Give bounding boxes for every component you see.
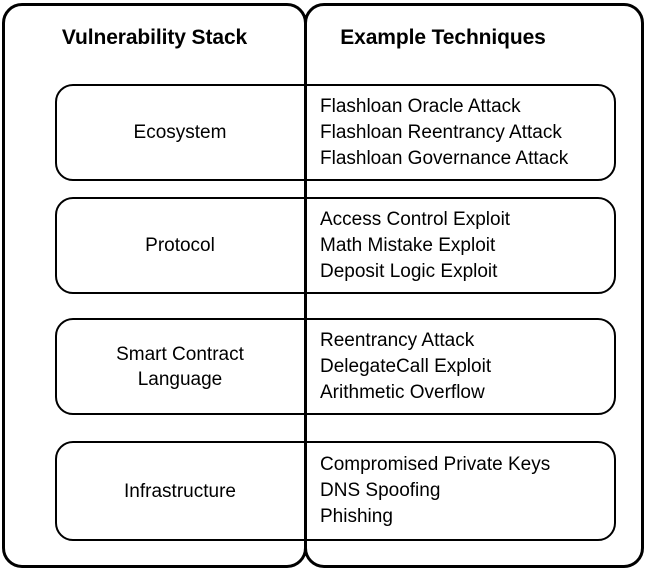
technique-item: Reentrancy Attack	[320, 329, 475, 351]
technique-item: Flashloan Oracle Attack	[320, 95, 521, 117]
technique-list: Flashloan Oracle Attack Flashloan Reentr…	[305, 94, 616, 172]
technique-item: Arithmetic Overflow	[320, 381, 485, 403]
table-row-outline	[55, 441, 616, 541]
technique-item: DelegateCall Exploit	[320, 355, 492, 377]
technique-item: Flashloan Governance Attack	[320, 147, 569, 169]
table-row: Protocol Access Control Exploit Math Mis…	[55, 197, 616, 294]
table-header: Vulnerability Stack Example Techniques	[0, 0, 646, 75]
stack-layer-label: Protocol	[145, 235, 215, 256]
technique-item: Flashloan Reentrancy Attack	[320, 121, 562, 143]
technique-item: Compromised Private Keys	[320, 454, 551, 475]
table-row: Infrastructure Compromised Private Keys …	[55, 441, 616, 541]
stack-layer-label: Ecosystem	[133, 122, 227, 143]
table-row: Ecosystem Flashloan Oracle Attack Flashl…	[55, 84, 616, 181]
technique-item: DNS Spoofing	[320, 480, 441, 501]
table-row-outline	[55, 318, 616, 415]
technique-item: Deposit Logic Exploit	[320, 260, 498, 282]
stack-layer-label: Smart Contract Language	[116, 343, 244, 390]
technique-list: Access Control Exploit Math Mistake Expl…	[305, 207, 616, 285]
stack-layer-label: Infrastructure	[124, 480, 236, 502]
technique-item: Math Mistake Exploit	[320, 234, 496, 256]
header-example-techniques: Example Techniques	[340, 26, 546, 49]
technique-list: Reentrancy Attack DelegateCall Exploit A…	[305, 328, 616, 406]
table-row-outline	[55, 84, 616, 181]
column-divider	[304, 20, 307, 551]
header-vulnerability-stack: Vulnerability Stack	[61, 26, 248, 49]
technique-item: Phishing	[320, 506, 393, 527]
table-row: Smart Contract Language Reentrancy Attac…	[55, 318, 616, 415]
table-row-outline	[55, 197, 616, 294]
technique-item: Access Control Exploit	[320, 208, 511, 230]
technique-list: Compromised Private Keys DNS Spoofing Ph…	[305, 452, 616, 530]
